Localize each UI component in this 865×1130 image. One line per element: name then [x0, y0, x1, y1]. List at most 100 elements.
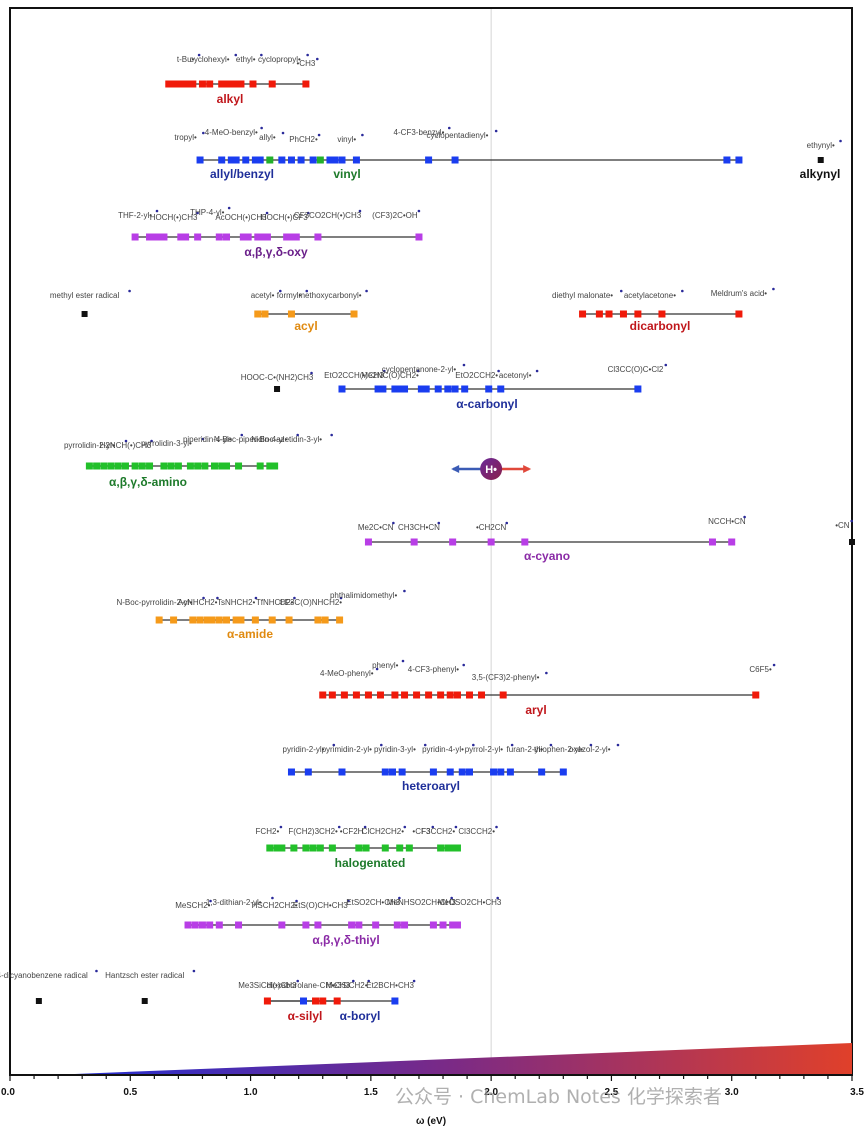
structure-label: ethynyl• — [807, 141, 835, 150]
data-point — [198, 921, 206, 929]
data-point — [381, 844, 389, 852]
data-point — [340, 691, 348, 699]
x-tick-label: 2.0 — [484, 1087, 498, 1098]
structure-label: EtSO2CH•CH3 — [346, 898, 400, 907]
data-point — [458, 768, 466, 776]
data-point — [278, 156, 286, 164]
series-formate-meoc-o — [81, 311, 88, 317]
data-point — [196, 616, 204, 624]
h-atom-icon — [480, 458, 503, 480]
x-tick-label: 3.0 — [725, 1087, 739, 1098]
data-point — [287, 768, 295, 776]
data-point — [449, 921, 457, 929]
data-point — [179, 80, 187, 88]
arrow-left-icon — [451, 465, 460, 473]
data-point — [160, 233, 168, 241]
series-alanine-radical — [274, 386, 281, 392]
radical-dot-icon — [367, 979, 371, 983]
structure-label: EtO2CCH2• — [455, 371, 498, 380]
data-point — [201, 462, 209, 470]
radical-dot-icon — [616, 743, 620, 747]
data-point — [338, 156, 346, 164]
series-alkyl: alkyl — [165, 80, 310, 106]
data-point — [398, 768, 406, 776]
data-point — [364, 691, 372, 699]
structure-label: Me2C•CN — [358, 523, 394, 532]
radical-dot-icon — [496, 896, 499, 900]
data-point — [355, 844, 363, 852]
data-point — [237, 80, 245, 88]
radical-dot-icon — [306, 53, 309, 57]
radical-dot-icon — [450, 896, 453, 900]
data-point — [410, 538, 418, 546]
radical-dot-icon — [279, 825, 283, 829]
structure-label: EtO2CCH(•)CH3 — [324, 371, 384, 380]
data-point — [107, 462, 115, 470]
series-oxy: α,β,γ,δ-oxy — [131, 233, 423, 259]
radical-dot-icon — [316, 57, 319, 61]
radical-dot-icon — [380, 743, 383, 747]
radical-dot-icon — [850, 519, 853, 523]
data-point — [290, 844, 298, 852]
structure-label: methoxycarbonyl• — [298, 291, 361, 300]
radical-dot-icon — [347, 899, 350, 903]
data-point — [413, 691, 421, 699]
structure-label: 4-CF3-phenyl• — [408, 665, 459, 674]
data-point — [381, 768, 389, 776]
data-point — [302, 80, 310, 88]
data-point — [227, 80, 235, 88]
structure-label: •CN — [835, 521, 850, 530]
data-point — [160, 462, 168, 470]
structure-label: PhCH2• — [289, 135, 318, 144]
data-point — [728, 538, 736, 546]
series-label: α-amide — [227, 627, 273, 641]
series-allyl-benzyl: allyl/benzyl — [196, 156, 743, 181]
data-point — [271, 462, 279, 470]
data-point — [35, 998, 42, 1004]
data-point — [331, 156, 339, 164]
data-point — [206, 921, 214, 929]
radical-dot-icon — [293, 596, 296, 600]
data-point — [321, 616, 329, 624]
structure-label: TfNHCH2• — [256, 598, 294, 607]
radical-dot-icon — [431, 825, 435, 829]
data-point — [177, 233, 185, 241]
data-point — [309, 844, 317, 852]
structure-label: tropyl• — [174, 133, 197, 142]
structure-label: ClCH2CH2• — [362, 827, 405, 836]
data-point — [465, 691, 473, 699]
data-point — [461, 385, 469, 393]
structure-label: F3CCH2• — [421, 827, 455, 836]
data-point — [425, 156, 433, 164]
data-point — [287, 310, 295, 318]
structure-label: methyl ester radical — [50, 291, 120, 300]
radical-dot-icon — [664, 363, 668, 367]
series-hantzsch-ester — [141, 998, 148, 1004]
data-point — [559, 768, 567, 776]
data-point — [268, 80, 276, 88]
series-alkynyl: alkynyl — [800, 157, 840, 181]
radical-dot-icon — [128, 289, 131, 293]
radical-dot-icon — [462, 363, 466, 367]
structure-label: Me3SiCH2• — [326, 981, 368, 990]
radical-dot-icon — [447, 126, 451, 130]
radical-dot-icon — [510, 743, 514, 747]
data-point — [708, 538, 716, 546]
data-point — [453, 921, 461, 929]
radical-dot-icon — [227, 206, 231, 210]
data-point — [437, 691, 445, 699]
radical-dot-icon — [155, 209, 159, 213]
data-point — [497, 385, 505, 393]
h-atom-marker: H• — [451, 458, 532, 480]
data-point — [292, 233, 300, 241]
radical-dot-icon — [310, 371, 313, 375]
data-point — [278, 844, 286, 852]
structure-label: THF-2-yl• — [118, 211, 152, 220]
structure-label: acetonyl• — [499, 371, 532, 380]
data-point — [218, 462, 226, 470]
series-amino: α,β,γ,δ-amino — [85, 462, 279, 489]
data-point — [328, 691, 336, 699]
data-point — [437, 844, 445, 852]
radical-dot-icon — [202, 596, 205, 600]
radical-dot-icon — [150, 439, 153, 443]
